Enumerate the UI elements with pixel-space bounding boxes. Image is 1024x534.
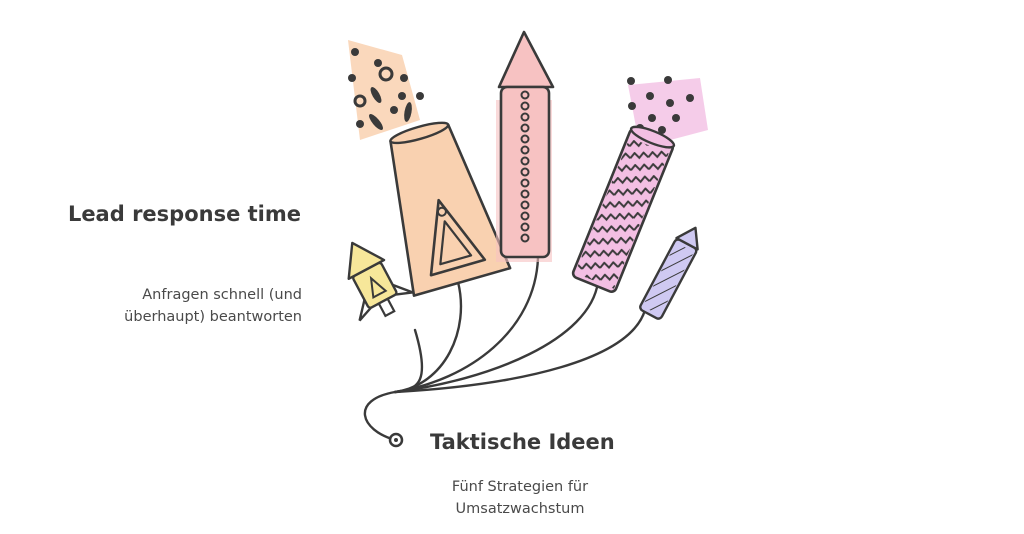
zigzag-tube-icon (571, 125, 676, 293)
fuse-line-5 (393, 308, 647, 394)
cone-firework-icon (389, 121, 512, 297)
tall-rocket-icon (496, 30, 555, 262)
fuse-line-2 (393, 280, 463, 394)
center-title: Taktische Ideen (430, 430, 615, 454)
striped-stick-icon (639, 226, 699, 320)
item-description: Anfragen schnell (und überhaupt) beantwo… (124, 287, 302, 325)
center-description: Fünf Strategien für Umsatzwachstum (451, 479, 589, 517)
fuse-lines (363, 256, 647, 442)
small-rocket-icon (347, 241, 413, 322)
item-title: Lead response time (67, 202, 301, 226)
spark-burst-icon (348, 40, 424, 140)
fuse-line-3 (393, 256, 540, 394)
fuse-line-4 (393, 280, 600, 394)
fuse-line-1 (363, 328, 424, 442)
fuse-end-icon (388, 432, 404, 448)
